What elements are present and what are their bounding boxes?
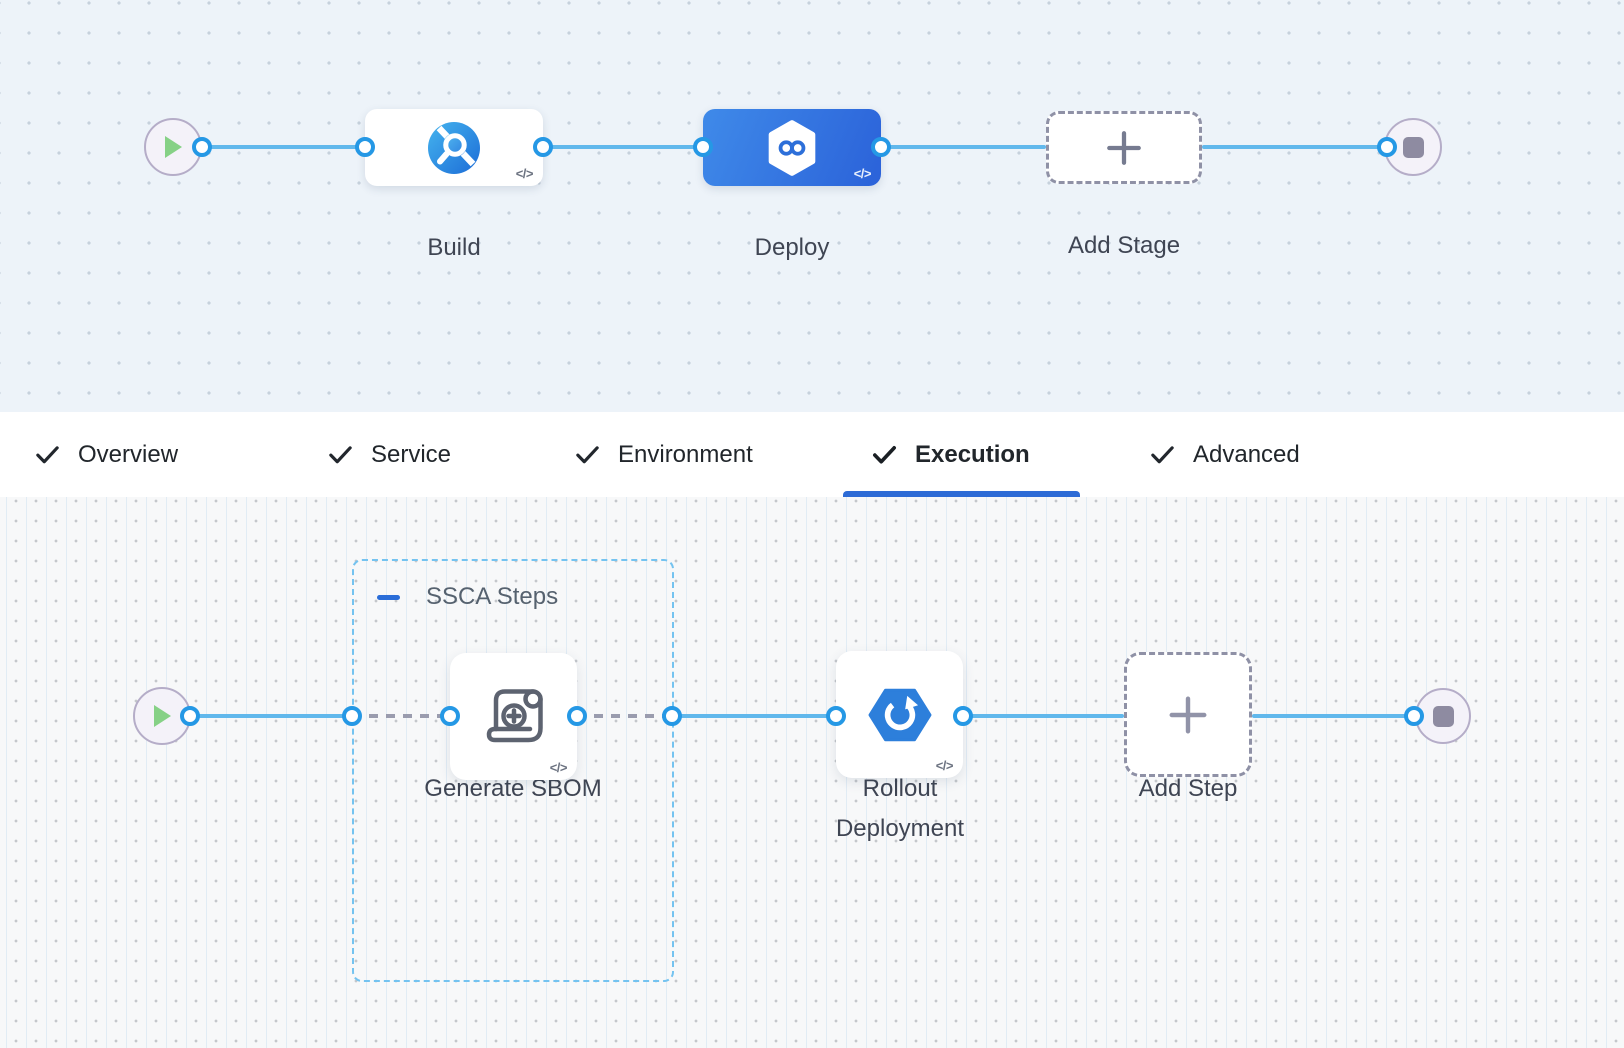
tab-label: Environment [618, 440, 753, 468]
collapse-group-icon[interactable] [377, 594, 400, 600]
plus-icon [1169, 696, 1207, 733]
stop-icon [1432, 705, 1454, 727]
code-badge: </> [549, 760, 568, 775]
step-label-rollout-deployment: Rollout Deployment [835, 775, 965, 842]
connector-port[interactable] [871, 137, 891, 157]
connector-port[interactable] [693, 137, 713, 157]
connector-wire [881, 145, 1046, 149]
code-badge: </> [853, 166, 872, 181]
sbom-scroll-icon [486, 688, 543, 742]
add-stage-button[interactable] [1046, 111, 1202, 184]
connector-port[interactable] [826, 706, 846, 726]
connector-wire-dashed [577, 714, 672, 718]
tab-label: Advanced [1193, 440, 1300, 468]
connector-wire [190, 714, 352, 718]
step-card-rollout-deployment[interactable]: </> [836, 651, 963, 778]
cd-deploy-icon [768, 119, 816, 176]
play-icon [154, 705, 171, 727]
check-icon [576, 446, 599, 464]
stage-config-tabbar: Overview Service Environment Execution A… [0, 412, 1624, 497]
stop-icon [1402, 136, 1424, 158]
step-group-title: SSCA Steps [426, 583, 559, 610]
connector-wire [1202, 145, 1387, 149]
connector-wire [202, 145, 365, 149]
connector-port[interactable] [355, 137, 375, 157]
stage-label-deploy: Deploy [754, 234, 830, 261]
connector-port[interactable] [192, 137, 212, 157]
stage-card-build[interactable]: </> [365, 109, 543, 186]
execution-start-node[interactable] [133, 687, 191, 745]
check-icon [873, 446, 896, 464]
tab-overview[interactable]: Overview [33, 412, 178, 497]
connector-wire [672, 714, 836, 718]
code-badge: </> [935, 758, 954, 773]
connector-wire [543, 145, 703, 149]
tab-advanced[interactable]: Advanced [1148, 412, 1300, 497]
connector-port[interactable] [440, 706, 460, 726]
ci-build-icon [428, 121, 480, 174]
active-tab-underline [843, 491, 1080, 497]
tab-execution[interactable]: Execution [870, 412, 1030, 497]
connector-port[interactable] [342, 706, 362, 726]
stage-pipeline-canvas[interactable]: </> Build </> Deploy Add Stage [0, 0, 1624, 412]
tab-label: Execution [915, 440, 1030, 468]
connector-wire [1252, 714, 1414, 718]
connector-wire-dashed [352, 714, 450, 718]
plus-icon [1107, 130, 1141, 165]
check-icon [1151, 446, 1174, 464]
connector-wire [963, 714, 1124, 718]
step-group-header: SSCA Steps [377, 583, 558, 611]
execution-steps-canvas[interactable]: SSCA Steps </> Generate SBOM [0, 497, 1624, 1048]
add-step-label: Add Step [1138, 775, 1238, 802]
stage-card-deploy[interactable]: </> [703, 109, 881, 186]
add-step-button[interactable] [1124, 652, 1252, 777]
connector-port[interactable] [1404, 706, 1424, 726]
pipeline-end-node[interactable] [1384, 118, 1442, 176]
stage-label-build: Build [427, 234, 481, 261]
tab-service[interactable]: Service [326, 412, 451, 497]
connector-port[interactable] [567, 706, 587, 726]
connector-port[interactable] [180, 706, 200, 726]
execution-end-node[interactable] [1415, 688, 1471, 744]
step-card-generate-sbom[interactable]: </> [450, 653, 577, 780]
connector-port[interactable] [662, 706, 682, 726]
step-group-ssca[interactable]: SSCA Steps [352, 559, 674, 982]
connector-port[interactable] [533, 137, 553, 157]
tab-label: Overview [78, 440, 179, 468]
connector-port[interactable] [1377, 137, 1397, 157]
check-icon [36, 446, 59, 464]
add-stage-label: Add Stage [1067, 232, 1181, 259]
tab-label: Service [371, 440, 452, 468]
connector-port[interactable] [953, 706, 973, 726]
rollout-hexagon-icon [868, 688, 931, 741]
code-badge: </> [515, 166, 534, 181]
tab-environment[interactable]: Environment [573, 412, 753, 497]
check-icon [329, 446, 352, 464]
play-icon [165, 136, 182, 158]
